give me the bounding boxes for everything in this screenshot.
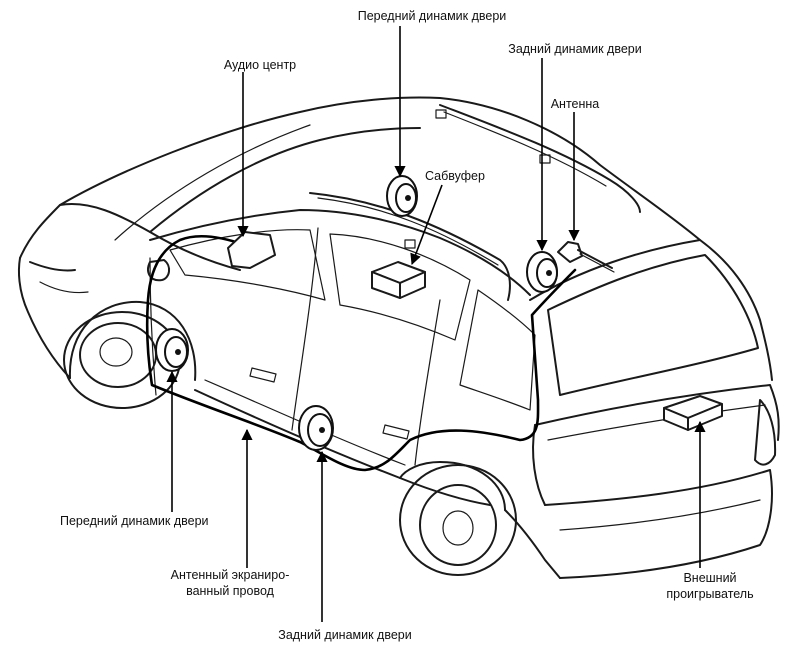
- label-antenna: Антенна: [550, 97, 600, 111]
- audio-wiring: [145, 234, 577, 472]
- label-rear-door-speaker-bottom: Задний динамик двери: [278, 628, 412, 642]
- leader-lines: [166, 26, 706, 622]
- label-front-door-speaker-bottom: Передний динамик двери: [60, 514, 209, 528]
- antenna-unit: [557, 241, 615, 273]
- label-audio-center: Аудио центр: [223, 58, 297, 72]
- label-antenna-cable-line2: ванный провод: [186, 584, 274, 598]
- car-body: [18, 96, 780, 579]
- label-external-player-line2: проигрыватель: [666, 587, 754, 601]
- label-subwoofer: Сабвуфер: [425, 169, 485, 183]
- label-external-player: Внешний проигрыватель: [645, 570, 775, 602]
- label-external-player-line1: Внешний: [683, 571, 737, 585]
- subwoofer-box: [371, 261, 426, 299]
- rear-door-speaker-bottom: [298, 405, 334, 451]
- audio-center-unit: [227, 231, 276, 269]
- label-antenna-cable: Антенный экраниро- ванный провод: [150, 567, 310, 599]
- label-rear-door-speaker-top: Задний динамик двери: [508, 42, 642, 56]
- front-door-speaker-bottom: [155, 328, 189, 372]
- rear-door-speaker-top: [526, 251, 558, 293]
- label-front-door-speaker-top: Передний динамик двери: [357, 9, 507, 23]
- label-antenna-cable-line1: Антенный экраниро-: [170, 568, 290, 582]
- external-player-box: [663, 395, 723, 431]
